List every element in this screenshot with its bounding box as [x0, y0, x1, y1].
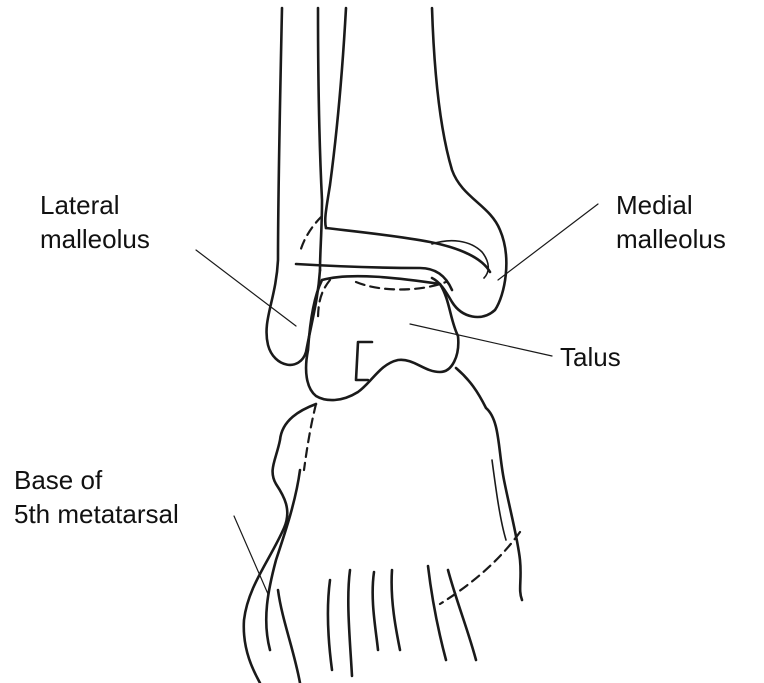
label-talus: Talus — [560, 340, 621, 374]
leader-lines — [196, 204, 598, 594]
label-medial-line2: malleolus — [616, 222, 726, 256]
label-lateral-line2: malleolus — [40, 222, 150, 256]
label-base-line1: Base of — [14, 463, 179, 497]
tibia — [296, 8, 506, 317]
label-medial-malleolus: Medial malleolus — [616, 188, 726, 256]
label-lateral-malleolus: Lateral malleolus — [40, 188, 150, 256]
talus-bone — [306, 276, 458, 400]
fibula — [267, 8, 346, 365]
label-lateral-line1: Lateral — [40, 188, 150, 222]
label-base-line2: 5th metatarsal — [14, 497, 179, 531]
foot-bones — [244, 368, 522, 683]
label-talus-text: Talus — [560, 340, 621, 374]
label-base-5th-metatarsal: Base of 5th metatarsal — [14, 463, 179, 531]
label-medial-line1: Medial — [616, 188, 726, 222]
